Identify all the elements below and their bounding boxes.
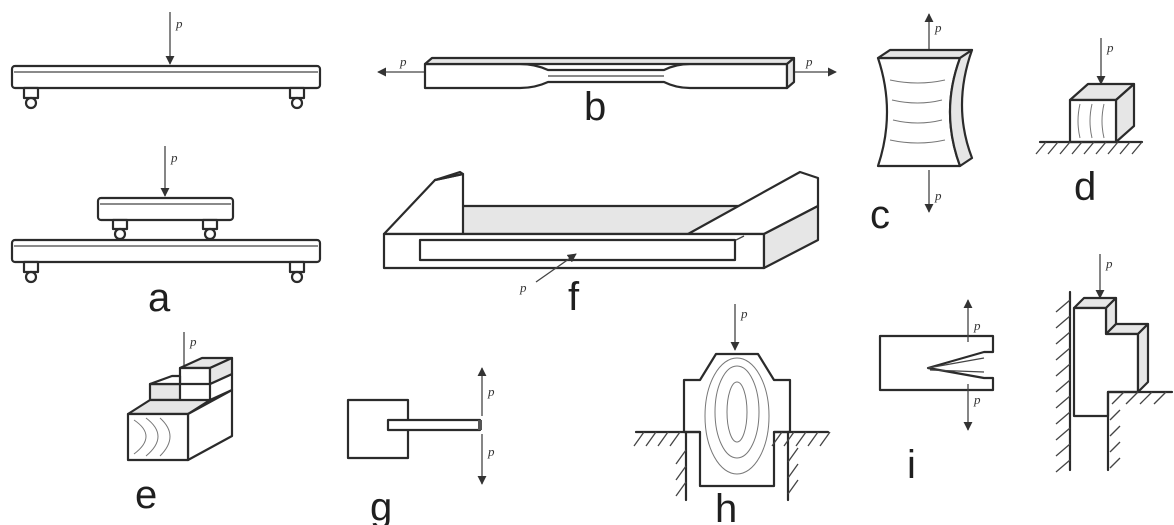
panel-i-split-specimen: p p i [878, 299, 995, 487]
beam [10, 238, 322, 264]
slot-strip [418, 238, 737, 262]
panel-a-four-point-bending: p a [10, 146, 322, 320]
force-label-left: p [399, 54, 407, 69]
panel-g-cantilever: p p g [346, 367, 495, 525]
left-wedge [382, 172, 465, 236]
force-label-up: p [934, 20, 942, 35]
force-label: p [1105, 256, 1113, 271]
beam [10, 64, 322, 90]
wall-hatch [1055, 299, 1167, 473]
force-label: p [740, 306, 748, 321]
panel-label-g: g [370, 485, 392, 525]
panel-c-tension-perpendicular: p p c [870, 13, 974, 237]
hourglass-block [876, 56, 962, 168]
force-label: p [175, 16, 183, 31]
fork-specimen [878, 334, 995, 392]
panel-e-shear-block: p e [126, 332, 234, 517]
panel-label-h: h [715, 487, 737, 525]
force-label-up: p [973, 318, 981, 333]
cantilever-strip [386, 418, 482, 432]
panel-j-step-shear: p [1055, 254, 1174, 473]
panel-f-long-specimen: p f [382, 170, 820, 319]
force-label: p [1106, 40, 1114, 55]
panel-label-e: e [135, 473, 157, 517]
panel-b-tension-specimen: p p b [377, 54, 837, 129]
cleavage-block [682, 352, 792, 488]
force-label-up: p [487, 384, 495, 399]
panel-label-d: d [1074, 165, 1096, 209]
force-label: p [170, 150, 178, 165]
panel-h-cleavage: p h [633, 304, 831, 525]
ground-hatch [633, 431, 831, 497]
force-label-down: p [934, 188, 942, 203]
loading-plate [96, 196, 235, 222]
panel-d-compression-cube: p d [1035, 38, 1144, 209]
force-label-down: p [487, 444, 495, 459]
panel-label-i: i [907, 443, 916, 487]
panel-label-f: f [568, 275, 580, 319]
panel-label-c: c [870, 193, 890, 237]
force-arrow [535, 253, 577, 283]
force-label: p [189, 334, 197, 349]
panel-label-a: a [148, 276, 171, 320]
force-label-right: p [805, 54, 813, 69]
force-label-down: p [973, 392, 981, 407]
cube [1068, 98, 1118, 144]
panel-a-top-bending-beam: p [10, 12, 322, 110]
support-left [22, 86, 40, 110]
support-right [288, 86, 306, 110]
force-label: p [519, 280, 527, 295]
panel-label-b: b [584, 85, 606, 129]
